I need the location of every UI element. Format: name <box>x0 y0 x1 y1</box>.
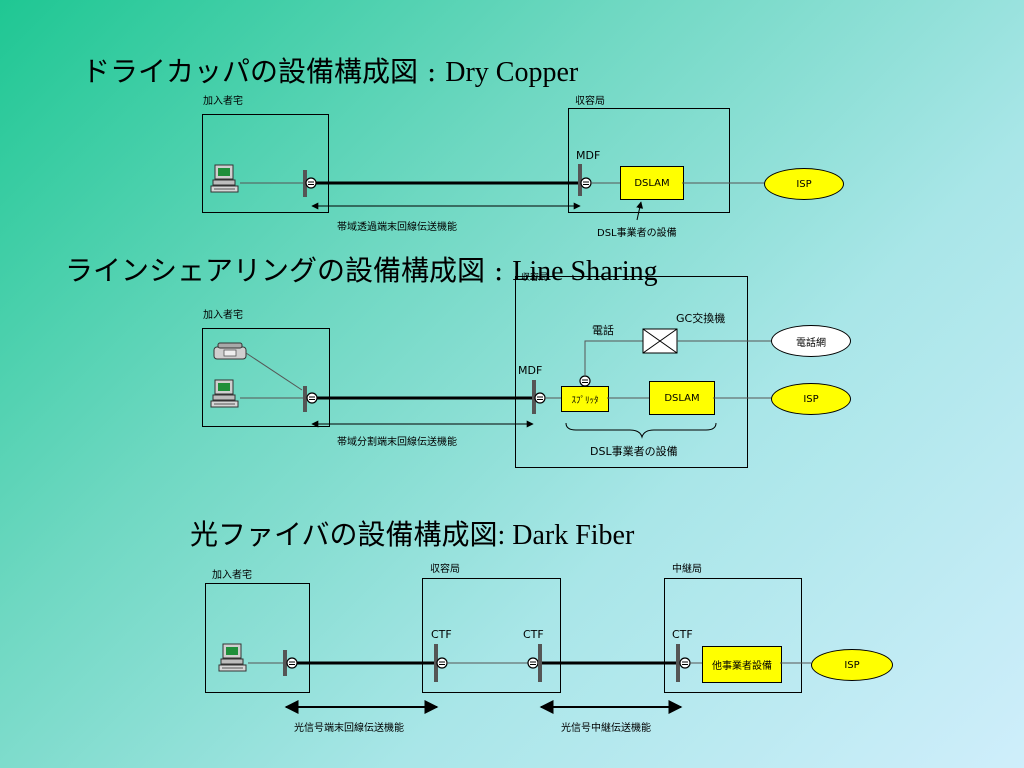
s2-computer-icon <box>210 379 239 408</box>
s2-splitter-gc-line <box>584 340 643 376</box>
s1-computer-icon <box>210 164 239 193</box>
s3-ctf2-label: CTF <box>523 628 544 641</box>
s3-ctf3-label: CTF <box>672 628 693 641</box>
s1-home-label: 加入者宅 <box>203 96 243 107</box>
s1-home-connector-bar <box>303 170 307 197</box>
s2-home-connector-icon <box>306 392 318 404</box>
s3-home-box <box>205 583 310 693</box>
s1-dsl-equipment-label: DSL事業者の設備 <box>597 228 677 239</box>
section1-title-ja: ドライカッパの設備構成図 : <box>82 55 446 88</box>
s3-ctf1-label: CTF <box>431 628 452 641</box>
s2-phone-label: 電話 <box>592 324 614 337</box>
s2-isp-oval: ISP <box>771 383 851 415</box>
s2-office-label: 収容局 <box>521 273 549 283</box>
s2-dsl-brace <box>565 422 717 439</box>
s3-ctf2-connector-icon <box>527 657 539 669</box>
s3-home-label: 加入者宅 <box>212 570 252 581</box>
s1-office-box <box>568 108 730 213</box>
section3-title-ja: 光ファイバの設備構成図 <box>190 518 498 551</box>
s2-phone-network-oval: 電話網 <box>771 325 851 357</box>
s2-mdf-connector-icon <box>534 392 546 404</box>
s3-ctf1-connector-icon <box>436 657 448 669</box>
s3-home-ctf-connector-icon <box>286 657 298 669</box>
s3-office-box <box>422 578 561 693</box>
s1-dsl-pointer <box>636 201 644 221</box>
section3-title-en: : Dark Fiber <box>497 520 635 551</box>
s2-mdf-label: MDF <box>518 364 543 377</box>
s1-isp-oval: ISP <box>764 168 844 200</box>
s2-home-connector-bar <box>303 386 307 412</box>
section1-title: ドライカッパの設備構成図 : Dry Copper <box>82 50 578 90</box>
s2-office-box <box>515 276 748 468</box>
s3-relay-span-label: 光信号中継伝送機能 <box>561 723 651 734</box>
s2-span-label: 帯域分割端末回線伝送機能 <box>337 437 457 448</box>
section3-title: 光ファイバの設備構成図: Dark Fiber <box>190 513 634 553</box>
section2-title-en: Line Sharing <box>512 256 658 287</box>
s3-computer-icon <box>218 643 247 672</box>
s1-home-box <box>202 114 329 213</box>
s1-home-connector-icon <box>305 177 317 189</box>
s1-mdf-label: MDF <box>576 149 601 162</box>
s3-ctf3-bar <box>676 644 680 682</box>
s3-terminal-span-label: 光信号端末回線伝送機能 <box>294 723 404 734</box>
s3-ctf2-bar <box>538 644 542 682</box>
s2-dsl-equipment-label: DSL事業者の設備 <box>590 445 678 458</box>
s2-mdf-connector-bar <box>532 380 536 414</box>
s2-switch-icon <box>642 328 678 354</box>
s2-home-box <box>202 328 330 427</box>
section1-title-en: Dry Copper <box>445 57 579 88</box>
s2-phone-line <box>245 352 303 391</box>
s3-office-label: 収容局 <box>430 564 460 575</box>
s1-mdf-connector-icon <box>580 177 592 189</box>
section2-title: ラインシェアリングの設備構成図 : Line Sharing <box>65 249 658 289</box>
section2-title-ja: ラインシェアリングの設備構成図 : <box>65 254 513 287</box>
s1-office-label: 収容局 <box>575 96 605 107</box>
s3-home-connector-bar <box>283 650 287 676</box>
s2-splitter-top-connector-icon <box>579 375 591 387</box>
s2-dslam-box: DSLAM <box>649 381 715 415</box>
s3-other-equipment-box: 他事業者設備 <box>702 646 782 683</box>
s2-home-label: 加入者宅 <box>203 310 243 321</box>
s3-relay-label: 中継局 <box>672 564 702 575</box>
s2-gc-label: GC交換機 <box>676 312 726 325</box>
s1-span-label: 帯域透過端末回線伝送機能 <box>337 222 457 233</box>
s2-telephone-icon <box>213 342 247 360</box>
s3-isp-oval: ISP <box>811 649 893 681</box>
s1-dslam-box: DSLAM <box>620 166 684 200</box>
s3-ctf1-bar <box>434 644 438 682</box>
s3-relay-box <box>664 578 802 693</box>
s3-ctf3-connector-icon <box>679 657 691 669</box>
s1-mdf-connector-bar <box>578 164 582 196</box>
